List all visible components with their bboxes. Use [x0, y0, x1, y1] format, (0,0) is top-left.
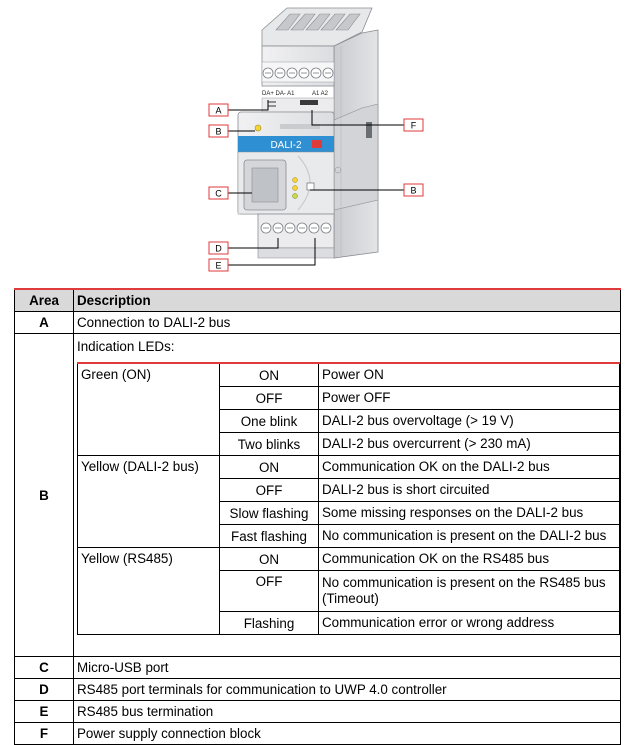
- callout-c: C: [208, 186, 229, 200]
- bottom-terminal-block: [257, 213, 335, 259]
- callout-a: A: [208, 103, 229, 117]
- led-meaning: Power OFF: [318, 386, 620, 410]
- device-side: [333, 29, 379, 259]
- led-meaning: Power ON: [318, 362, 620, 387]
- area-cell: B: [14, 333, 74, 657]
- led-row: Slow flashing Some missing responses on …: [78, 501, 620, 525]
- callout-lines: [228, 100, 404, 266]
- led-state: Slow flashing: [219, 501, 319, 525]
- area-description-table: Area Description A Connection to DALI-2 …: [14, 288, 621, 745]
- led-state: Two blinks: [219, 432, 319, 456]
- svg-text:B: B: [410, 186, 416, 196]
- indication-leds-title: Indication LEDs:: [77, 339, 175, 354]
- led-name: Yellow (RS485): [77, 547, 220, 635]
- area-cell: F: [14, 722, 74, 745]
- led-name: Green (ON): [77, 362, 220, 456]
- description-cell: Power supply connection block: [73, 722, 621, 745]
- led-meaning: No communication is present on the DALI-…: [318, 524, 620, 548]
- led-state: One blink: [219, 409, 319, 433]
- led-meaning: Communication error or wrong address: [318, 611, 620, 635]
- description-cell: Connection to DALI-2 bus: [73, 311, 621, 334]
- callout-b-right: B: [403, 183, 424, 197]
- led-state: OFF: [219, 478, 319, 502]
- led-row: OFF No communication is present on the R…: [78, 570, 620, 612]
- svg-text:D: D: [215, 244, 222, 254]
- led-state: Fast flashing: [219, 524, 319, 548]
- terminal-text-left: DA+ DA- A1: [262, 91, 295, 97]
- led-row: Fast flashing No communication is presen…: [78, 524, 620, 548]
- table-row-c: C Micro-USB port: [14, 656, 621, 679]
- device-label: DALI-2: [270, 140, 302, 151]
- area-column-header: Area: [14, 288, 74, 312]
- area-cell: D: [14, 678, 74, 701]
- led-name: Yellow (DALI-2 bus): [77, 455, 220, 548]
- led-meaning: DALI-2 bus overcurrent (> 230 mA): [318, 432, 620, 456]
- led-row: Flashing Communication error or wrong ad…: [78, 611, 620, 635]
- description-cell: Indication LEDs: Green (ON) ON Power ON …: [73, 333, 621, 657]
- led-row: Yellow (DALI-2 bus) ON Communication OK …: [77, 455, 620, 548]
- area-cell: E: [14, 700, 74, 723]
- device-front: DALI-2: [237, 111, 342, 215]
- table-row-e: E RS485 bus termination: [14, 700, 621, 723]
- led-meaning: Communication OK on the DALI-2 bus: [318, 455, 620, 479]
- table-row-b: B Indication LEDs: Green (ON) ON Power O…: [14, 333, 621, 657]
- led-table: Green (ON) ON Power ON OFF Power OFF One…: [77, 362, 620, 635]
- led-meaning: No communication is present on the RS485…: [318, 570, 620, 612]
- area-cell: C: [14, 656, 74, 679]
- terminal-text-right: A1 A2: [312, 91, 329, 97]
- svg-text:F: F: [411, 121, 417, 131]
- led-state: ON: [219, 455, 319, 479]
- table-row-d: D RS485 port terminals for communication…: [14, 678, 621, 701]
- svg-text:B: B: [215, 127, 221, 137]
- table-row-f: F Power supply connection block: [14, 722, 621, 745]
- led-state: ON: [219, 362, 319, 387]
- led-meaning: DALI-2 bus overvoltage (> 19 V): [318, 409, 620, 433]
- callout-d: D: [208, 241, 229, 255]
- svg-text:C: C: [215, 189, 222, 199]
- led-state: OFF: [219, 386, 319, 410]
- led-state: Flashing: [219, 611, 319, 635]
- led-row: Green (ON) ON Power ON: [77, 362, 620, 456]
- description-cell: Micro-USB port: [73, 656, 621, 679]
- led-meaning: Some missing responses on the DALI-2 bus: [318, 501, 620, 525]
- device-figure: DA+ DA- A1 A1 A2 DALI-2: [208, 7, 424, 272]
- led-meaning: DALI-2 bus is short circuited: [318, 478, 620, 502]
- svg-text:E: E: [215, 261, 221, 271]
- led-row: One blink DALI-2 bus overvoltage (> 19 V…: [78, 409, 620, 433]
- area-cell: A: [14, 311, 74, 334]
- description-cell: RS485 bus termination: [73, 700, 621, 723]
- callout-b-left: B: [208, 124, 229, 138]
- description-cell: RS485 port terminals for communication t…: [73, 678, 621, 701]
- callout-e: E: [208, 258, 229, 272]
- callout-f: F: [403, 118, 424, 132]
- table-header-row: Area Description: [14, 288, 621, 312]
- led-row: Yellow (RS485) ON Communication OK on th…: [77, 547, 620, 635]
- top-terminal-block: DA+ DA- A1 A1 A2: [261, 7, 373, 113]
- svg-text:A: A: [215, 106, 221, 116]
- led-state: ON: [219, 547, 319, 571]
- led-meaning: Communication OK on the RS485 bus: [318, 547, 620, 571]
- table-row-a: A Connection to DALI-2 bus: [14, 311, 621, 334]
- led-state: OFF: [219, 570, 319, 612]
- description-column-header: Description: [73, 288, 621, 312]
